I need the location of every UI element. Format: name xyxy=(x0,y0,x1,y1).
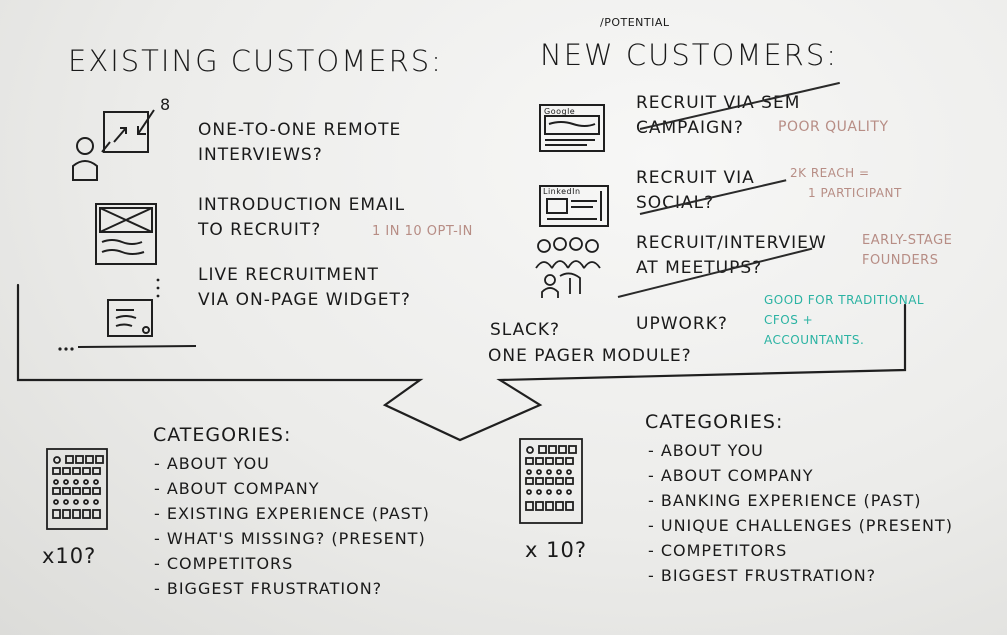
new-customers-title: New customers: xyxy=(540,38,839,72)
left-category-item: - What's missing? (present) xyxy=(154,529,426,548)
right-multiplier: x 10? xyxy=(525,538,587,562)
right-category-item: - About you xyxy=(648,441,764,460)
left-category-item: - About company xyxy=(154,479,320,498)
existing-item-3-line2: via on-page widget? xyxy=(198,290,411,310)
left-categories-list: - About you - About company - Existing e… xyxy=(154,451,430,601)
remote-interview-icon xyxy=(72,109,155,181)
form-grid-icon-right xyxy=(519,438,583,524)
new-item-1-note: Poor quality xyxy=(778,119,889,135)
new-item-1-line1: Recruit via SEM xyxy=(636,93,801,113)
new-item-2-note-line2: 1 participant xyxy=(808,186,902,200)
left-categories-title: Categories: xyxy=(153,424,292,446)
right-category-item: - Banking experience (past) xyxy=(648,491,922,510)
potential-label: /potential xyxy=(600,16,670,29)
upwork-label: Upwork? xyxy=(636,314,728,334)
icon-numeral: 8 xyxy=(160,95,172,114)
meetup-group-icon xyxy=(535,237,601,298)
new-item-2-note-line1: 2k reach = xyxy=(790,166,870,180)
left-category-item: - Competitors xyxy=(154,554,294,573)
one-pager-label: One pager module? xyxy=(488,346,692,366)
teal-note-line2: CFOs + xyxy=(764,313,814,327)
email-icon xyxy=(95,203,157,265)
right-categories-title: Categories: xyxy=(645,411,784,433)
new-item-3-line1: Recruit/interview xyxy=(636,233,827,253)
right-category-item: - About company xyxy=(648,466,814,485)
teal-note: Good for traditional CFOs + accountants. xyxy=(764,290,924,350)
google-icon-label: Google xyxy=(544,107,576,116)
new-item-2: Recruit via social? xyxy=(636,166,755,216)
new-item-2-line2: social? xyxy=(636,193,715,213)
new-item-3-note-line1: Early-stage xyxy=(862,233,953,248)
existing-item-3-line1: Live recruitment xyxy=(198,265,379,285)
widget-icon xyxy=(107,299,153,337)
right-category-item: - Competitors xyxy=(648,541,788,560)
left-category-item: - Existing experience (past) xyxy=(154,504,430,523)
new-item-2-note: 2k reach = 1 participant xyxy=(790,163,902,203)
teal-note-line1: Good for traditional xyxy=(764,293,925,307)
right-category-item: - Biggest frustration? xyxy=(648,566,877,585)
existing-item-1: One-to-one remote interviews? xyxy=(198,118,401,168)
existing-customers-title: Existing Customers: xyxy=(68,44,443,78)
linkedin-icon-label: LinkedIn xyxy=(543,187,581,196)
new-item-1-line2: campaign? xyxy=(636,118,744,138)
new-item-3: Recruit/interview at meetups? xyxy=(636,231,827,281)
existing-item-3: Live recruitment via on-page widget? xyxy=(198,263,411,313)
teal-note-line3: accountants. xyxy=(764,333,865,347)
left-category-item: - Biggest frustration? xyxy=(154,579,383,598)
existing-item-2-line1: Introduction email xyxy=(198,195,406,215)
existing-item-2-line2: to recruit? xyxy=(198,220,322,240)
left-category-item: - About you xyxy=(154,454,270,473)
existing-item-1-line2: interviews? xyxy=(198,145,323,165)
form-grid-icon-left xyxy=(46,448,108,530)
left-multiplier: x10? xyxy=(42,544,97,568)
new-item-3-note-line2: founders xyxy=(862,253,939,268)
existing-item-2-note: 1 in 10 opt-in xyxy=(372,224,473,239)
right-category-item: - Unique challenges (present) xyxy=(648,516,953,535)
google-browser-icon xyxy=(539,104,605,152)
existing-item-1-line1: One-to-one remote xyxy=(198,120,402,140)
new-item-3-note: Early-stage founders xyxy=(862,231,952,271)
existing-item-2: Introduction email to recruit? xyxy=(198,193,405,243)
new-item-2-line1: Recruit via xyxy=(636,168,755,188)
linkedin-browser-icon xyxy=(539,185,609,227)
new-item-3-line2: at meetups? xyxy=(636,258,763,278)
slack-label: Slack? xyxy=(490,320,561,340)
right-categories-list: - About you - About company - Banking ex… xyxy=(648,438,953,588)
